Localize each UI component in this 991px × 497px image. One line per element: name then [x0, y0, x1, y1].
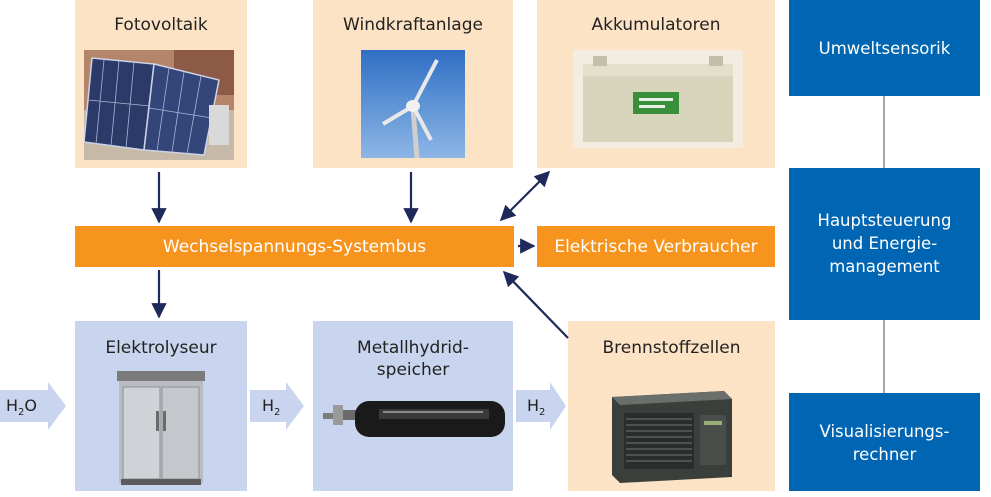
consumers-label: Elektrische Verbraucher: [554, 236, 758, 257]
sensors-box: Umweltsensorik: [789, 0, 980, 96]
water-flow-label: H2O: [6, 396, 37, 419]
solar-panel-image: [84, 50, 234, 160]
visualization-label: Visualisierungs- rechner: [819, 422, 950, 464]
accu-label: Akkumulatoren: [591, 15, 721, 35]
hydrogen-cylinder-image: [323, 401, 505, 437]
fuel-cell-image: [612, 391, 732, 483]
h2-flow-label-b: H2: [527, 396, 546, 419]
h2-flow-label-a: H2: [262, 396, 281, 419]
main-control-label: Hauptsteuerung und Energie- management: [817, 211, 952, 276]
wind-turbine-image: [361, 50, 465, 158]
wind-box: Windkraftanlage: [313, 0, 513, 168]
electrolyser-image: [117, 371, 205, 485]
storage-label: Metallhydrid- speicher: [357, 338, 469, 380]
sensors-label: Umweltsensorik: [818, 39, 951, 58]
fuel-cells-label: Brennstoffzellen: [602, 338, 741, 358]
visualization-box: Visualisierungs- rechner: [789, 393, 980, 491]
pv-label: Fotovoltaik: [114, 15, 208, 35]
electrolyser-label: Elektrolyseur: [105, 338, 217, 358]
system-bus-label: Wechselspannungs-Systembus: [162, 236, 427, 257]
fuelcells-to-bus-arrow: [502, 270, 569, 339]
water-flow-arrow: [0, 382, 66, 430]
system-bus-bar: Wechselspannungs-Systembus: [75, 226, 514, 267]
consumers-box: Elektrische Verbraucher: [537, 226, 775, 267]
bus-accu-arrow: [499, 170, 551, 222]
pv-box: Fotovoltaik: [75, 0, 247, 168]
h2-flow-arrow-b: [516, 382, 566, 430]
h2-flow-arrow-a: [250, 382, 304, 430]
battery-image: [573, 50, 743, 148]
storage-box: Metallhydrid- speicher: [313, 321, 513, 491]
electrolyser-box: Elektrolyseur: [75, 321, 247, 491]
main-control-box: Hauptsteuerung und Energie- management: [789, 168, 980, 320]
wind-label: Windkraftanlage: [343, 15, 483, 35]
accu-box: Akkumulatoren: [537, 0, 775, 168]
fuel-cells-box: Brennstoffzellen: [568, 321, 775, 491]
